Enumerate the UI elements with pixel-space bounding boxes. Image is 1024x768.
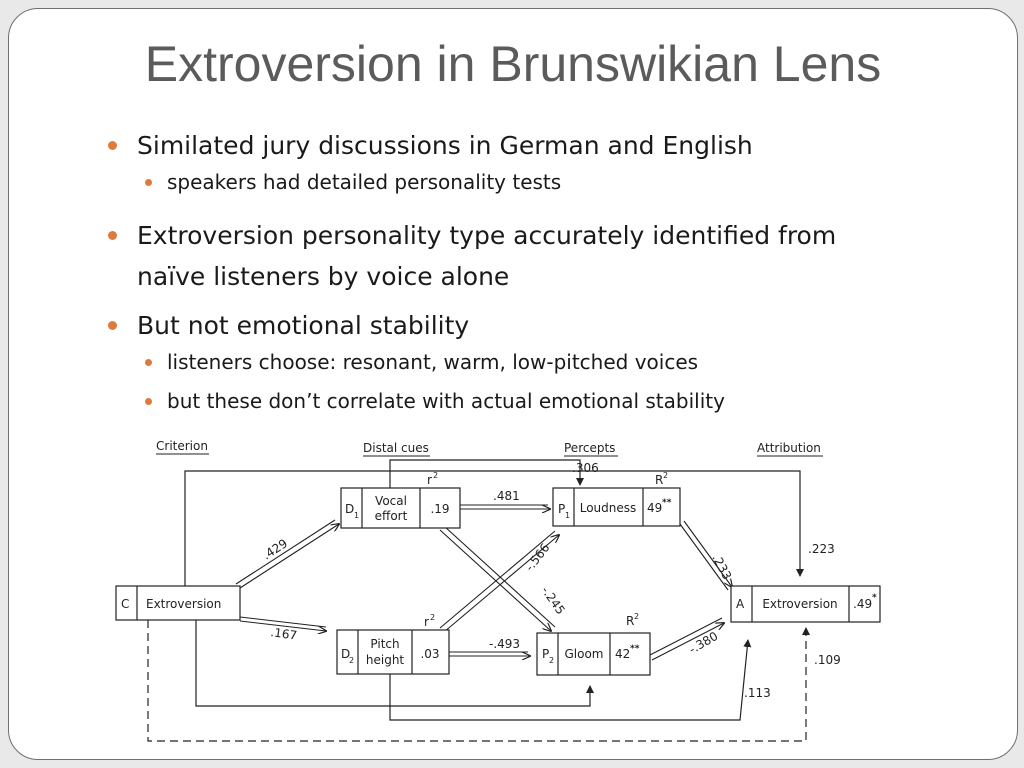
d2-label-line2: height: [366, 653, 405, 667]
d2-stat-sup: 2: [430, 613, 435, 622]
bullet-text: But not emotional stability: [137, 311, 470, 340]
diagram-boxes: [115, 487, 881, 676]
bullet-item-continuation: naïve listeners by voice alone: [137, 256, 509, 297]
connector-lines: [147, 459, 810, 742]
d1-stat-sup: 2: [433, 471, 438, 480]
coef-d1-p2: -.245: [539, 584, 568, 617]
coef-c-top: .223: [808, 542, 835, 556]
coef-d1-p1: .481: [493, 489, 520, 503]
d2-label-line1: Pitch: [370, 637, 399, 651]
c-label: Extroversion: [146, 597, 221, 611]
bullet-dot-icon: [108, 321, 117, 330]
bullet-dot-icon: [145, 398, 152, 405]
d1-stat: r: [427, 473, 432, 487]
p2-stat-sup: 2: [634, 612, 639, 621]
box-vocal-effort: [340, 487, 461, 529]
d2-stat: r: [424, 615, 429, 629]
d1-label-line1: Vocal: [375, 494, 407, 508]
p1-sub: 1: [565, 511, 570, 520]
bullet-dot-icon: [145, 179, 152, 186]
coef-d2-p1: -.566: [522, 541, 552, 574]
box-attribution: [730, 585, 881, 623]
dashed-feedback-path: [147, 620, 810, 742]
coef-d1-top: .306: [572, 461, 599, 475]
bullet-dot-icon: [145, 359, 152, 366]
box-gloom: [536, 632, 651, 676]
p2-sub: 2: [549, 656, 554, 665]
header-percepts: Percepts: [564, 441, 615, 455]
coef-c-d2: .167: [270, 625, 298, 643]
d2-sub: 2: [349, 656, 354, 665]
coef-dashed: .109: [814, 653, 841, 667]
header-criterion: Criterion: [156, 439, 208, 453]
d1-label-line2: effort: [375, 509, 408, 523]
bullet-item: But not emotional stability: [108, 305, 470, 346]
p1-id: P: [558, 502, 565, 516]
bullet-item: Similated jury discussions in German and…: [108, 125, 753, 166]
coef-p1-a: .233: [709, 552, 734, 582]
box-pitch-height: [336, 629, 450, 675]
d1-id: D: [345, 502, 354, 516]
p1-stat-sup: 2: [663, 471, 668, 480]
p2-label: Gloom: [564, 647, 603, 661]
c-to-a-path: [184, 470, 804, 586]
bullet-dot-icon: [108, 141, 117, 150]
bullet-text: Extroversion personality type accurately…: [137, 221, 837, 250]
coef-d2-bottom: .113: [744, 686, 771, 700]
d2-to-a-path: [389, 639, 752, 721]
column-headers: Criterion Distal cues Percepts Attributi…: [156, 439, 823, 457]
header-attribution: Attribution: [757, 441, 821, 455]
bullet-dot-icon: [108, 231, 117, 240]
p2-sig: **: [630, 644, 640, 654]
slide: Extroversion in Brunswikian Lens Similat…: [8, 8, 1018, 760]
bullet-text: Similated jury discussions in German and…: [137, 131, 753, 160]
p1-stat: R: [655, 473, 663, 487]
c-to-p2-bottom-path: [195, 620, 594, 707]
d1-to-p1-top-path: [389, 459, 584, 488]
bullet-item: speakers had detailed personality tests: [145, 167, 562, 197]
coefficient-labels: .429 .167 .481 -.493 -.566 -.245 .233 -.…: [260, 461, 841, 700]
p2-stat: R: [626, 614, 634, 628]
bullet-text: but these don’t correlate with actual em…: [167, 389, 725, 413]
box-labels: C Extroversion D 1 Vocal effort .19 r 2 …: [121, 471, 877, 667]
a-id: A: [736, 597, 745, 611]
d1-sub: 1: [354, 511, 359, 520]
a-sig: *: [872, 593, 877, 603]
slide-title: Extroversion in Brunswikian Lens: [144, 36, 882, 92]
p1-label: Loudness: [580, 501, 637, 515]
p2-value: 42: [615, 647, 630, 661]
header-distal-cues: Distal cues: [363, 441, 429, 455]
d1-value: .19: [430, 502, 449, 516]
a-label: Extroversion: [762, 597, 837, 611]
bullet-text: speakers had detailed personality tests: [167, 170, 562, 194]
d2-value: .03: [420, 647, 439, 661]
d2-id: D: [341, 647, 350, 661]
p1-sig: **: [662, 498, 672, 508]
bullet-list: Similated jury discussions in German and…: [9, 9, 1017, 449]
coef-d2-p2: -.493: [489, 637, 520, 651]
bullet-item: but these don’t correlate with actual em…: [145, 386, 725, 416]
bullet-item: listeners choose: resonant, warm, low-pi…: [145, 347, 699, 377]
c-id: C: [121, 597, 129, 611]
p1-value: 49: [647, 501, 662, 515]
p2-id: P: [542, 647, 549, 661]
bullet-text: listeners choose: resonant, warm, low-pi…: [167, 350, 699, 374]
lens-arrows: [235, 504, 732, 661]
a-value: .49: [853, 597, 872, 611]
bullet-item: Extroversion personality type accurately…: [108, 215, 837, 256]
bullet-text: naïve listeners by voice alone: [137, 262, 510, 291]
